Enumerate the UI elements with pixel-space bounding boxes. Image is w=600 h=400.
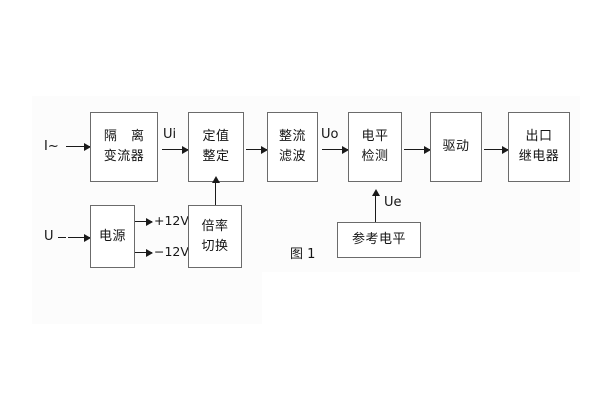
arrow-current-to-isolation [66, 142, 91, 151]
signal-label-ui: Ui [163, 127, 177, 142]
signal-label-ue: Ue [384, 195, 402, 210]
input-label-voltage: U [44, 229, 54, 244]
rail-label-negative: −12V [154, 244, 189, 259]
block-isolation-ct-line1: 隔 离 [103, 129, 150, 145]
arrow-rail-negative [135, 248, 153, 257]
block-level-detect: 电平 检测 [348, 112, 402, 182]
arrow-rectify-to-level-detect [322, 145, 349, 154]
block-isolation-ct: 隔 离 变流器 [90, 112, 158, 182]
block-reference-level-line1: 参考电平 [351, 232, 406, 248]
block-power-supply: 电源 [90, 205, 135, 268]
block-multiplier-switch-line1: 倍率 [201, 218, 229, 234]
block-power-supply-line1: 电源 [98, 228, 126, 244]
block-setting-line2: 整定 [202, 149, 230, 164]
arrow-drive-to-output-relay [484, 145, 509, 154]
input-label-current: I~ [44, 139, 59, 154]
block-level-detect-line1: 电平 [361, 129, 389, 145]
arrow-rail-positive [135, 217, 153, 226]
arrow-level-detect-to-drive [404, 145, 431, 154]
arrow-multiplier-to-setting [211, 176, 220, 205]
arrow-isolation-to-setting [162, 145, 189, 154]
block-drive-line1: 驱动 [442, 139, 470, 155]
block-multiplier-switch: 倍率 切换 [188, 205, 242, 268]
block-rectify-filter-line2: 滤波 [278, 149, 306, 164]
signal-label-uo: Uo [321, 127, 339, 142]
block-multiplier-switch-line2: 切换 [201, 238, 229, 254]
block-reference-level: 参考电平 [337, 222, 421, 258]
rail-label-positive: +12V [154, 213, 189, 228]
block-setting: 定值 整定 [188, 112, 244, 182]
figure-caption: 图 1 [290, 247, 316, 262]
block-drive: 驱动 [430, 112, 482, 182]
line-voltage-dash [58, 237, 66, 238]
block-level-detect-line2: 检测 [361, 149, 389, 164]
block-output-relay: 出口 继电器 [508, 112, 570, 182]
block-setting-line1: 定值 [202, 129, 230, 145]
block-output-relay-line2: 继电器 [518, 149, 560, 164]
block-output-relay-line1: 出口 [525, 129, 553, 145]
block-isolation-ct-line2: 变流器 [103, 149, 145, 164]
arrow-reference-to-level-detect [371, 189, 380, 222]
block-rectify-filter: 整流 滤波 [267, 112, 318, 182]
block-rectify-filter-line1: 整流 [278, 129, 306, 145]
arrow-setting-to-rectify [246, 145, 268, 154]
arrow-voltage-to-power-supply [68, 233, 91, 242]
